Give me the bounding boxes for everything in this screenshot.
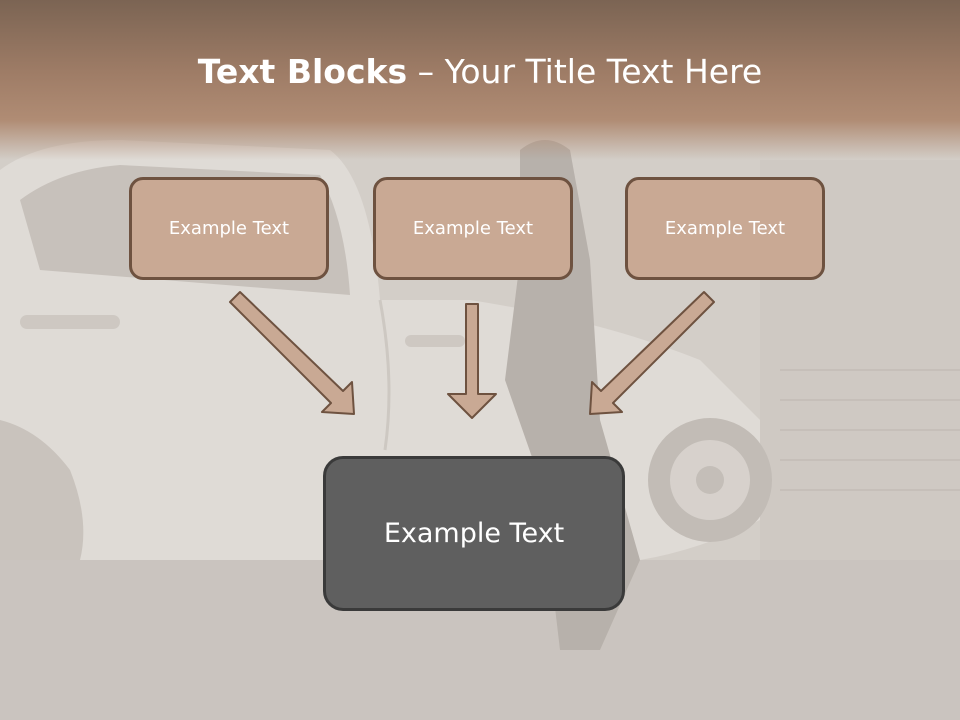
title-bold: Text Blocks <box>197 52 408 91</box>
slide-title: Text Blocks – Your Title Text Here <box>0 52 960 91</box>
text-block-1[interactable]: Example Text <box>129 177 329 280</box>
title-band <box>0 0 960 160</box>
arrow-center <box>447 303 497 419</box>
text-block-2[interactable]: Example Text <box>373 177 573 280</box>
text-block-3[interactable]: Example Text <box>625 177 825 280</box>
arrow-left <box>229 291 355 415</box>
arrow-right <box>589 291 715 415</box>
title-rest: – Your Title Text Here <box>407 52 763 91</box>
text-block-main[interactable]: Example Text <box>323 456 625 611</box>
